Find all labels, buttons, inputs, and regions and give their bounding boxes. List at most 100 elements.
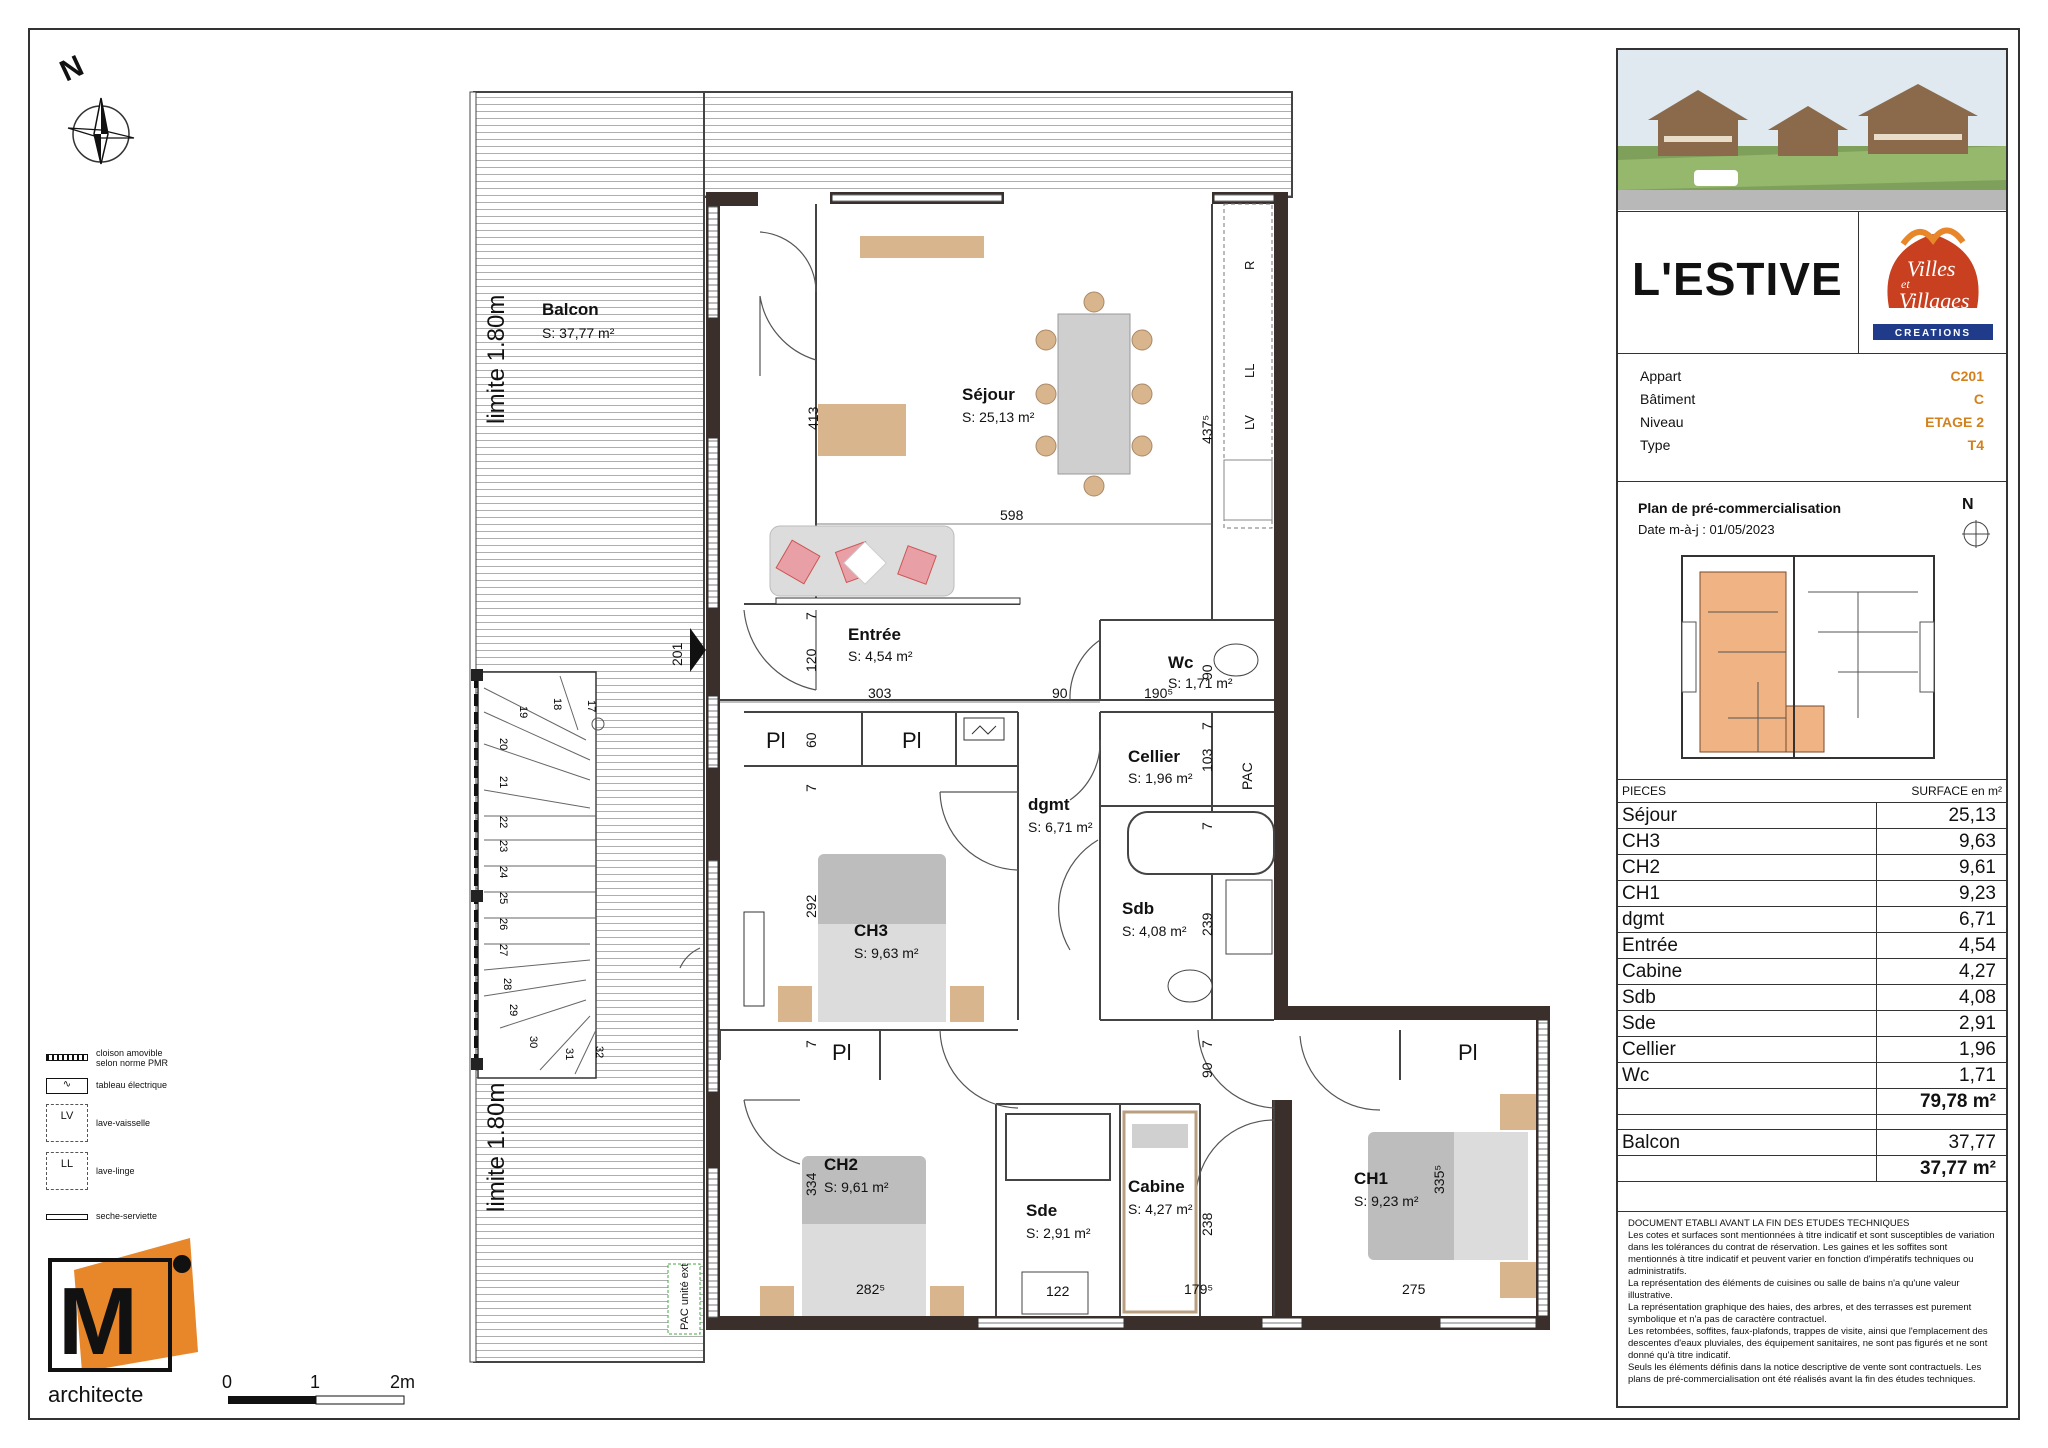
cloison-icon xyxy=(46,1054,88,1061)
dim-103: 103 xyxy=(1199,748,1215,772)
stair-step-30: 30 xyxy=(527,1036,539,1048)
ll-icon: LL xyxy=(46,1152,88,1190)
stair-step-21: 21 xyxy=(497,776,509,788)
limite-label-top: limite 1.80m xyxy=(483,295,510,424)
stair-step-26: 26 xyxy=(497,918,509,930)
info-label: Niveau xyxy=(1640,414,1684,430)
room-area-sejour: S: 25,13 m² xyxy=(962,409,1035,425)
dim-122: 122 xyxy=(1046,1283,1070,1299)
logo-line1: Villes xyxy=(1907,256,1955,281)
stair-step-32: 32 xyxy=(593,1046,605,1058)
dim-90-dgmt: 90 xyxy=(1199,1062,1215,1078)
info-label: Type xyxy=(1640,437,1671,453)
table-header: PIECES SURFACE en m² xyxy=(1618,780,2006,803)
disclaimer-notes: DOCUMENT ETABLI AVANT LA FIN DES ETUDES … xyxy=(1618,1212,2006,1408)
room-name-sde: Sde xyxy=(1026,1201,1057,1220)
location-plan: Plan de pré-commercialisation Date m-à-j… xyxy=(1618,482,2006,780)
stair-step-31: 31 xyxy=(563,1048,575,1060)
lave-vaisselle-label: LV xyxy=(1242,415,1257,430)
legend-text: seche-serviette xyxy=(96,1211,158,1221)
placard-label-1: Pl xyxy=(766,728,786,753)
drawing-sheet xyxy=(28,28,2020,1420)
lave-linge-label: LL xyxy=(1242,364,1257,378)
limite-label-bottom: limite 1.80m xyxy=(483,1083,510,1212)
placard-label-3: Pl xyxy=(832,1040,852,1065)
room-area-entree: S: 4,54 m² xyxy=(848,648,913,664)
room-name-cabine: Cabine xyxy=(1128,1177,1185,1196)
project-title: L'ESTIVE xyxy=(1632,253,1843,305)
room-name-entree: Entrée xyxy=(848,625,901,644)
room-area-sde: S: 2,91 m² xyxy=(1026,1225,1091,1241)
dim-190: 190⁵ xyxy=(1144,685,1173,701)
room-area-cabine: S: 4,27 m² xyxy=(1128,1201,1193,1217)
architect-name: architecte xyxy=(48,1382,143,1407)
legend-text: tableau électrique xyxy=(96,1080,168,1090)
info-value: ETAGE 2 xyxy=(1925,414,1984,430)
plan-date: Date m-à-j : 01/05/2023 xyxy=(1638,522,1775,537)
dim-275: 275 xyxy=(1402,1281,1426,1297)
dim-7-ch2: 7 xyxy=(803,1040,819,1048)
stair-step-27: 27 xyxy=(497,944,509,956)
scale-2m: 2m xyxy=(390,1372,415,1392)
door-swings xyxy=(679,231,1381,1199)
info-label: Bâtiment xyxy=(1640,391,1696,407)
header-surface: SURFACE en m² xyxy=(1911,784,2002,798)
plan-title: Plan de pré-commercialisation xyxy=(1638,500,1842,516)
dim-437: 437⁵ xyxy=(1199,415,1215,444)
dim-90-entree: 90 xyxy=(1052,685,1068,701)
room-area-dgmt: S: 6,71 m² xyxy=(1028,819,1093,835)
villes-villages-logo: Villes et Villages CREATIONS xyxy=(1858,212,2007,354)
interior-walls xyxy=(719,204,1401,1316)
dim-239: 239 xyxy=(1199,912,1215,936)
room-area-wc: S: 1,71 m² xyxy=(1168,675,1233,691)
dim-7-pl: 7 xyxy=(803,784,819,792)
dim-201: 201 xyxy=(669,642,685,666)
scale-1: 1 xyxy=(310,1372,320,1392)
stair-step-18: 18 xyxy=(551,698,563,710)
stair-step-29: 29 xyxy=(507,1004,519,1016)
architect-letter: M xyxy=(58,1268,138,1375)
room-name-wc: Wc xyxy=(1168,653,1194,672)
room-name-sdb: Sdb xyxy=(1122,899,1154,918)
note-paragraph: Les cotes et surfaces sont mentionnées à… xyxy=(1628,1230,1995,1277)
note-paragraph: La représentation graphique des haies, d… xyxy=(1628,1302,1972,1325)
room-name-ch2: CH2 xyxy=(824,1155,858,1174)
dim-238: 238 xyxy=(1199,1212,1215,1236)
windows xyxy=(707,193,1549,1329)
room-name-dgmt: dgmt xyxy=(1028,795,1070,814)
stair-step-22: 22 xyxy=(497,816,509,828)
dim-7-dgmt: 7 xyxy=(1199,1040,1215,1048)
project-rendering xyxy=(1618,50,2006,212)
stair-step-17: 17 xyxy=(585,700,597,712)
stair-step-19: 19 xyxy=(517,706,529,718)
legend-text: cloison amovible selon norme PMR xyxy=(96,1048,169,1068)
spacer-row xyxy=(1618,1114,2006,1130)
pac-label: PAC xyxy=(1239,762,1255,790)
note-paragraph: Les retombées, soffites, faux-plafonds, … xyxy=(1628,1326,1988,1361)
dim-282: 282⁵ xyxy=(856,1281,885,1297)
logo-line2: et xyxy=(1901,277,1910,291)
room-name-ch3: CH3 xyxy=(854,921,888,940)
dim-598: 598 xyxy=(1000,507,1024,523)
note-paragraph: La représentation des éléments de cuisin… xyxy=(1628,1278,1960,1301)
note-paragraph: Seuls les éléments définis dans la notic… xyxy=(1628,1362,1982,1385)
lv-icon: LV xyxy=(46,1104,88,1142)
header-pieces: PIECES xyxy=(1622,784,1667,798)
room-name-cellier: Cellier xyxy=(1128,747,1180,766)
info-label: Appart xyxy=(1640,368,1682,384)
building-keyplan xyxy=(1681,520,1990,759)
dim-303: 303 xyxy=(868,685,892,701)
logo-band: CREATIONS xyxy=(1895,328,1971,339)
